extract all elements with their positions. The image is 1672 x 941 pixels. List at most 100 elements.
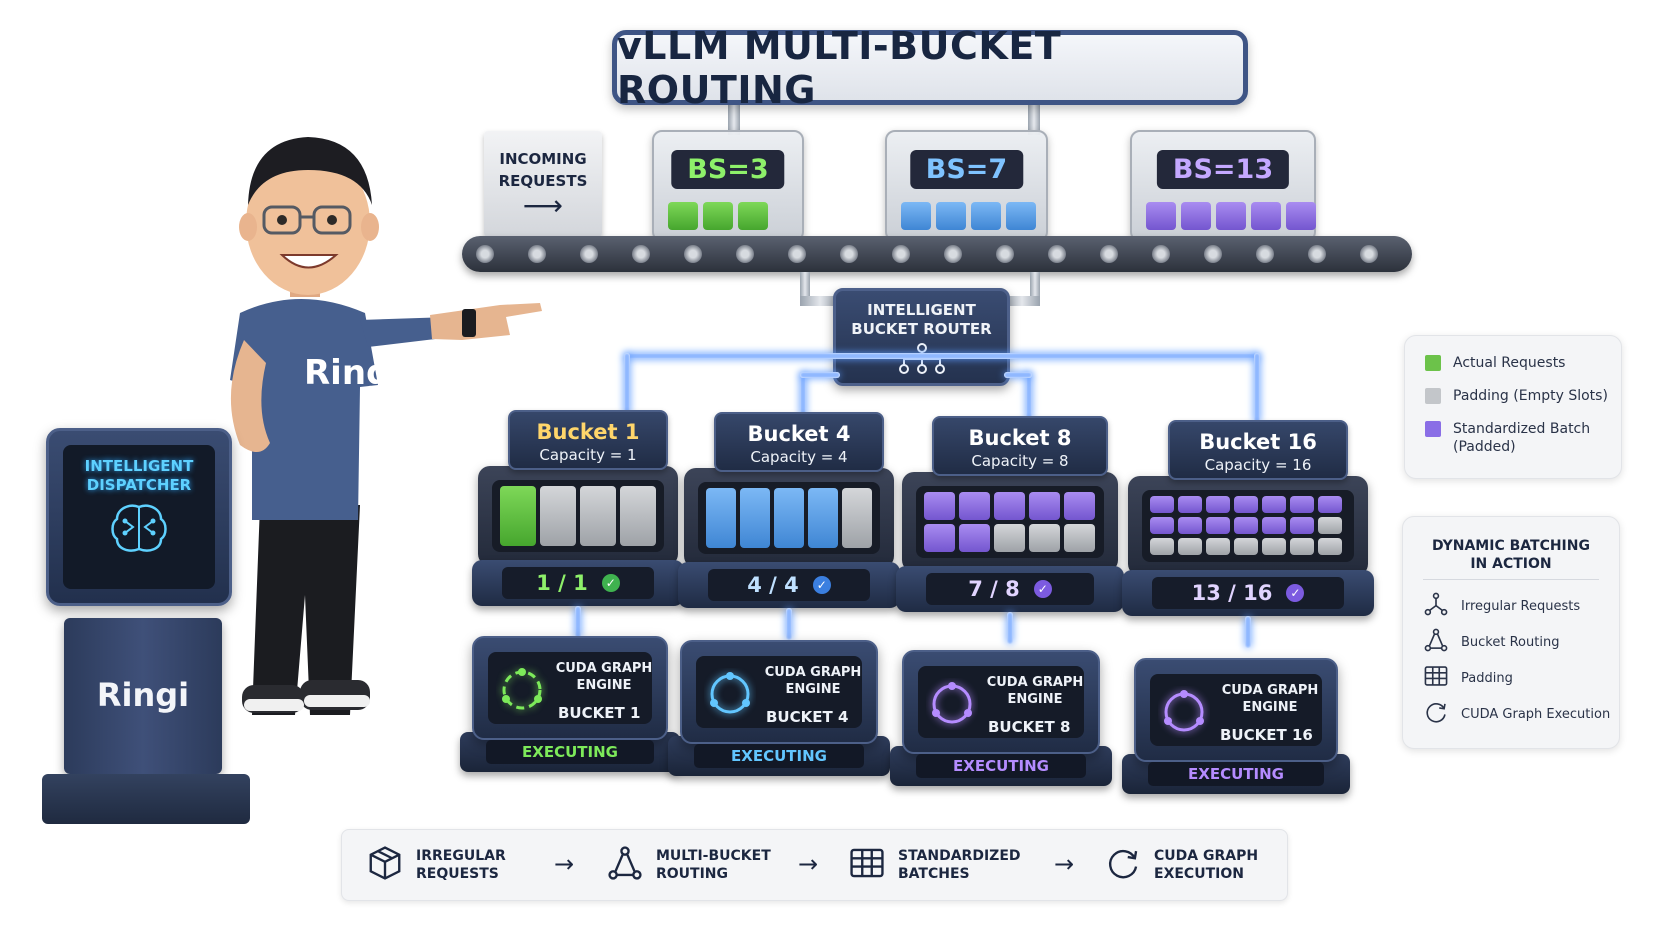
legend-item: Padding (Empty Slots) (1425, 387, 1613, 405)
bucket-slots (706, 488, 872, 548)
router-feed-pipe-right-h (1004, 296, 1040, 306)
bucket-slots (924, 492, 1095, 552)
engine-status: EXECUTING (916, 754, 1086, 778)
input-bin: BS=7 (885, 130, 1048, 242)
conveyor-roller (892, 245, 910, 263)
legend-item: Actual Requests (1425, 354, 1613, 372)
padding-slot (620, 486, 656, 546)
request-slot (994, 492, 1025, 520)
request-cube (1146, 202, 1176, 230)
conveyor-belt (462, 236, 1412, 272)
legend-swatch (1425, 355, 1441, 371)
bucket-capacity: Capacity = 8 (971, 452, 1069, 470)
pipeline-step-line2: BATCHES (898, 866, 970, 882)
dyn-title-line2: IN ACTION (1470, 556, 1552, 572)
hierarchy-icon (898, 343, 945, 374)
bucket-name: Bucket 16 (1199, 430, 1317, 454)
cycle-icon (1423, 699, 1449, 729)
conveyor-roller (1152, 245, 1170, 263)
pipeline-step-line1: MULTI-BUCKET (656, 848, 771, 864)
cycle-icon (502, 668, 542, 710)
conveyor-roller (736, 245, 754, 263)
arrow-right-icon: ⟶ (522, 189, 564, 222)
engine-feed-pipe (1007, 612, 1013, 644)
engine-screen (918, 666, 1084, 738)
bucket-tray (902, 472, 1118, 572)
dyn-item: CUDA Graph Execution (1423, 699, 1610, 729)
request-slot (1262, 517, 1286, 534)
engine-status: EXECUTING (486, 740, 654, 764)
dyn-item: Irregular Requests (1423, 591, 1580, 621)
request-slot (959, 492, 990, 520)
bucket-fill-count: 4 / 4✓ (708, 569, 870, 601)
route-pipe-b2 (800, 372, 806, 417)
arrow-right-icon: → (554, 850, 575, 878)
bucket-fill-text: 13 / 16 (1191, 581, 1273, 605)
bucket-fill-count: 7 / 8✓ (926, 573, 1094, 605)
router-line2: BUCKET ROUTER (851, 320, 992, 338)
request-slot (1262, 496, 1286, 513)
pipeline-step-line2: REQUESTS (416, 866, 499, 882)
padding-slot (1290, 538, 1314, 555)
input-bin-label: BS=13 (1156, 150, 1290, 189)
bucket-capacity: Capacity = 4 (750, 448, 848, 466)
engine-bucket-label: BUCKET 1 (558, 704, 641, 722)
input-bin-cubes (668, 202, 768, 230)
pipeline-step-line1: IRREGULAR (416, 848, 506, 864)
bucket-name: Bucket 8 (968, 426, 1072, 450)
request-slot (1290, 496, 1314, 513)
request-cube (936, 202, 966, 230)
input-bin-label: BS=7 (909, 150, 1024, 189)
request-slot (1206, 496, 1230, 513)
check-icon: ✓ (1286, 584, 1305, 602)
request-cube (1216, 202, 1246, 230)
conveyor-roller (1100, 245, 1118, 263)
request-slot (774, 488, 804, 548)
page-title: vLLM MULTI-BUCKET ROUTING (617, 23, 1062, 112)
engine-title-line2: ENGINE (785, 682, 841, 697)
padding-slot (1150, 538, 1174, 555)
engine-bucket-label: BUCKET 4 (766, 708, 849, 726)
engine-feed-pipe (575, 606, 581, 638)
engine-title-line1: CUDA GRAPH (555, 661, 653, 676)
padding-slot (842, 488, 872, 548)
request-slot (1178, 496, 1202, 513)
padding-slot (1064, 524, 1095, 552)
route-pipe-b1 (624, 353, 630, 415)
request-slot (1150, 496, 1174, 513)
engine-title-line2: ENGINE (1242, 700, 1298, 715)
pipeline-step: IRREGULAR REQUESTS (366, 830, 506, 900)
dispatcher-brand: Ringi (96, 676, 190, 714)
request-slot (1234, 496, 1258, 513)
request-slot (706, 488, 736, 548)
padding-slot (1318, 517, 1342, 534)
pipeline-step-label: IRREGULAR REQUESTS (416, 847, 506, 883)
router-feed-pipe-right (1030, 272, 1040, 302)
bucket-fill-text: 1 / 1 (536, 571, 588, 595)
route-pipe-b3h (1004, 372, 1032, 378)
input-bin: BS=13 (1130, 130, 1316, 242)
check-icon: ✓ (601, 574, 620, 592)
request-cube (1006, 202, 1036, 230)
pipeline-step-line2: ROUTING (656, 866, 729, 882)
request-cube (1286, 202, 1316, 230)
check-icon: ✓ (1033, 580, 1052, 598)
dynamic-batching-panel: DYNAMIC BATCHING IN ACTION Irregular Req… (1402, 516, 1620, 749)
engine-feed-pipe (1245, 616, 1251, 648)
request-slot (924, 524, 955, 552)
character-figure (230, 137, 542, 715)
route-pipe-b2h (800, 372, 840, 378)
engine-title-line2: ENGINE (1007, 692, 1063, 707)
conveyor-roller (580, 245, 598, 263)
dyn-item-label: CUDA Graph Execution (1461, 706, 1611, 722)
input-bin-label: BS=3 (671, 150, 785, 189)
router-feed-pipe-left-h (800, 296, 840, 306)
dyn-item-label: Bucket Routing (1461, 634, 1560, 650)
